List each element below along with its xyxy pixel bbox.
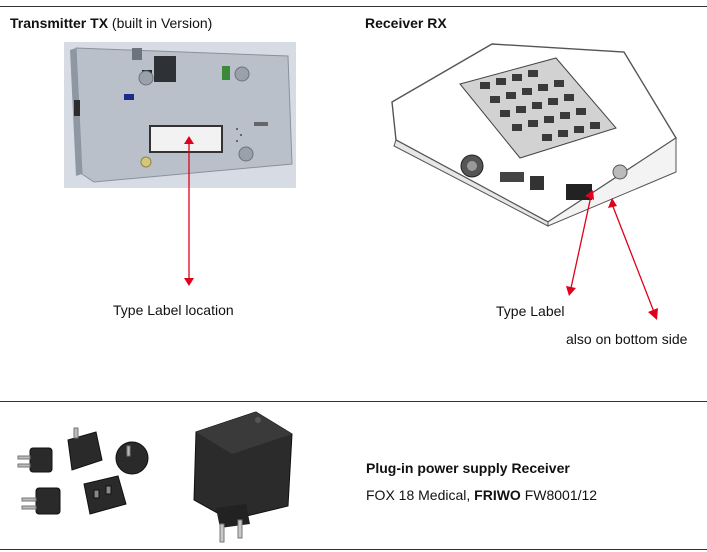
receiver-title: Receiver RX xyxy=(365,15,447,31)
top-rule xyxy=(0,6,707,7)
power-supply-title: Plug-in power supply Receiver xyxy=(366,460,570,476)
power-supply-brand: FRIWO xyxy=(474,487,521,503)
power-supply-desc-prefix: FOX 18 Medical, xyxy=(366,487,475,503)
plug-adapters-image xyxy=(17,427,149,515)
tx-label-location: Type Label location xyxy=(113,302,234,318)
power-supply-description: FOX 18 Medical, FRIWO FW8001/12 xyxy=(366,486,597,504)
rx-type-label-arrow xyxy=(566,190,594,296)
bottom-rule xyxy=(0,549,707,550)
rx-bottom-note: also on bottom side xyxy=(566,331,688,347)
middle-rule xyxy=(0,401,707,402)
rx-type-label: Type Label xyxy=(496,303,565,319)
transmitter-heading: Transmitter TX (built in Version) xyxy=(10,14,212,32)
receiver-device-image xyxy=(391,43,677,227)
rx-bottom-side-arrow xyxy=(608,198,658,320)
transmitter-title: Transmitter TX xyxy=(10,15,109,31)
transmitter-subtitle: (built in Version) xyxy=(108,15,213,31)
power-supply-image xyxy=(193,411,293,543)
transmitter-board-image xyxy=(64,42,296,188)
tx-arrow xyxy=(184,136,194,286)
power-supply-model: FW8001/12 xyxy=(520,487,598,503)
